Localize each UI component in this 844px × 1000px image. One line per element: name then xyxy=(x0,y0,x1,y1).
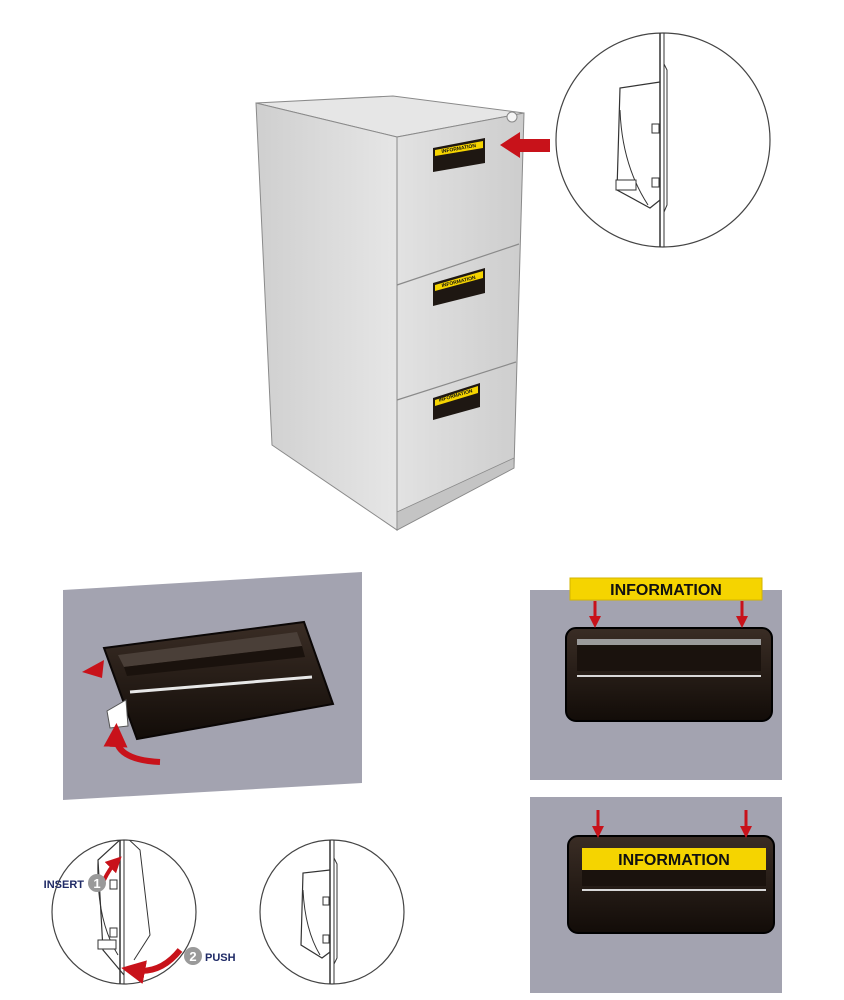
installed-side-view-circle xyxy=(260,835,404,990)
handle-insertion-panel xyxy=(63,572,362,800)
cabinet-side xyxy=(256,103,397,530)
inserted-label-text: INFORMATION xyxy=(618,852,730,869)
label-strip-text: INFORMATION xyxy=(610,582,722,599)
step-1-label: INSERT xyxy=(44,879,85,891)
label-strip-panel-after: INFORMATION xyxy=(530,797,782,993)
step-1-number: 1 xyxy=(93,876,100,891)
detail-circle-side-view xyxy=(556,25,770,260)
step-2-number: 2 xyxy=(189,949,196,964)
drawer-handle-front xyxy=(566,628,772,721)
filing-cabinet: INFORMATION INFORMATION INFORMATION xyxy=(256,96,550,530)
step-2-label: PUSH xyxy=(205,952,236,964)
label-strip-panel-before: INFORMATION xyxy=(530,578,782,780)
drawer-handle-front-with-label: INFORMATION xyxy=(568,836,774,933)
lock-icon xyxy=(507,112,517,122)
insert-push-steps-circle: 1 INSERT 2 PUSH xyxy=(44,835,236,990)
